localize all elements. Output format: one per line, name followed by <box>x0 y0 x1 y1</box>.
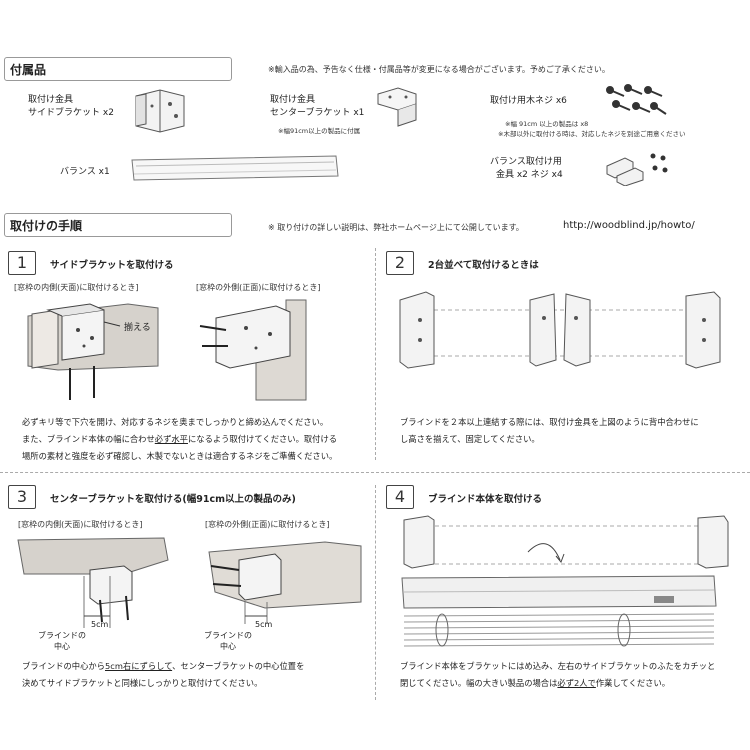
center-bracket-label: 取付け金具 センターブラケット x1 <box>270 95 365 118</box>
center-bracket-illustration <box>377 87 417 127</box>
side-bracket-illustration <box>135 89 185 133</box>
step-1-callout: 揃える <box>124 323 151 333</box>
vertical-divider-bottom <box>375 485 376 700</box>
valance-fittings-label: バランス取付け用 金具 x2 ネジ x4 <box>490 157 563 180</box>
step-3-description: ブラインドの中心から5cm右にずらして、センターブラケットの中心位置を 決めてサ… <box>22 661 305 688</box>
step-3-number: 3 <box>8 485 36 509</box>
step-2-description: ブラインドを２本以上連結する際には、取付け金具を上図のように背中合わせに し高さ… <box>400 417 699 444</box>
step-4-illustration <box>401 515 729 647</box>
step-3-inside-illustration <box>17 537 169 628</box>
wood-screws-illustration <box>606 84 667 115</box>
step-3-label-inside: [窓枠の内側(天面)に取付けるとき] <box>18 520 143 529</box>
step-3-outside-illustration <box>208 541 362 624</box>
step-1-label-outside: [窓枠の外側(正面)に取付けるとき] <box>196 283 321 292</box>
step-4-number: 4 <box>386 485 414 509</box>
howto-link[interactable]: http://woodblind.jp/howto/ <box>563 220 695 231</box>
step-3-dim-outside: 5cm <box>255 620 273 629</box>
accessories-header: 付属品 <box>4 57 232 81</box>
center-bracket-note: ※幅91cm以上の製品に付属 <box>278 127 361 135</box>
step-2-illustration <box>399 291 721 369</box>
valance-illustration <box>131 155 339 181</box>
step-3-dim-inside: 5cm <box>91 620 109 629</box>
wood-screws-note-1: ※幅 91cm 以上の製品は x8 <box>505 120 589 128</box>
procedure-header: 取付けの手順 <box>4 213 232 237</box>
valance-label: バランス x1 <box>60 167 110 177</box>
side-bracket-label: 取付け金具 サイドブラケット x2 <box>28 95 114 118</box>
step-2-title: 2台並べて取付けるときは <box>428 260 539 271</box>
valance-fittings-illustration <box>606 153 668 186</box>
step-1-number: 1 <box>8 251 36 275</box>
step-4-title: ブラインド本体を取付ける <box>428 494 543 505</box>
step-1-label-inside: [窓枠の内側(天面)に取付けるとき] <box>14 283 139 292</box>
step-1-inside-illustration <box>27 303 159 400</box>
accessories-notice: ※輸入品の為、予告なく仕様・付属品等が変更になる場合がございます。予めご了承くだ… <box>268 65 610 74</box>
step-1-title: サイドブラケットを取付ける <box>50 260 174 271</box>
step-3-title: センターブラケットを取付ける(幅91cm以上の製品のみ) <box>50 494 296 505</box>
step-3-center-outside: ブラインドの 中心 <box>204 631 252 651</box>
vertical-divider-top <box>375 248 376 460</box>
step-1-outside-illustration <box>199 299 307 401</box>
step-1-description: 必ずキリ等で下穴を開け、対応するネジを奥までしっかりと締め込んでください。 また… <box>22 417 338 461</box>
step-2-number: 2 <box>386 251 414 275</box>
horizontal-divider <box>0 472 750 473</box>
wood-screws-note-2: ※木部以外に取付ける時は、対応したネジを別途ご用意ください <box>498 130 686 138</box>
procedure-notice: ※ 取り付けの詳しい説明は、弊社ホームページ上にて公開しています。 <box>268 223 524 232</box>
step-4-description: ブラインド本体をブラケットにはめ込み、左右のサイドブラケットのふたをカチッと 閉… <box>400 661 716 688</box>
step-3-label-outside: [窓枠の外側(正面)に取付けるとき] <box>205 520 330 529</box>
wood-screws-label: 取付け用木ネジ x6 <box>490 96 567 106</box>
step-3-center-inside: ブラインドの 中心 <box>38 631 86 651</box>
